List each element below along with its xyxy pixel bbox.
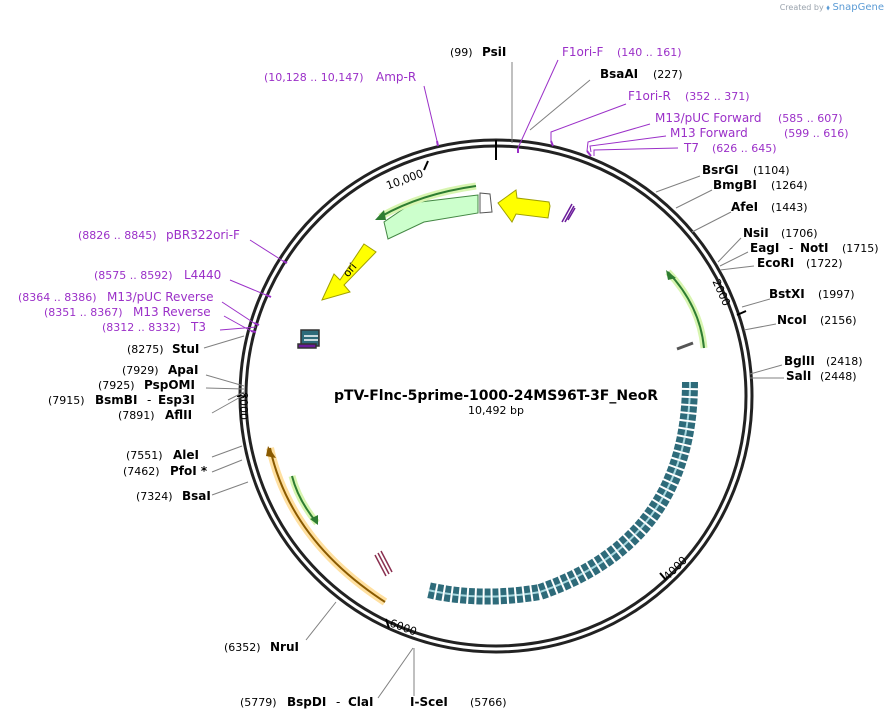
primer-name-f1orir: F1ori-R xyxy=(628,89,671,103)
enzyme-pos-sali: (2448) xyxy=(820,370,857,383)
enzyme-name-nsii: NsiI xyxy=(743,226,769,240)
primer-leader-lines xyxy=(219,59,679,332)
enzyme-name-bglii: BglII xyxy=(784,354,815,368)
enzyme-pos-bstxi: (1997) xyxy=(818,288,855,301)
primer-name-l4440: L4440 xyxy=(184,268,221,282)
enzyme-name-apai: ApaI xyxy=(168,363,198,377)
primer-labels: F1ori-F (140 .. 161) F1ori-R (352 .. 371… xyxy=(18,45,849,334)
plasmid-name: pTV-Flnc-5prime-1000-24MS96T-3F_NeoR xyxy=(334,388,658,404)
primer-name-t3: T3 xyxy=(190,320,206,334)
enzyme-pos-pfoi: (7462) xyxy=(123,465,160,478)
enzyme-sep-bspdi: - xyxy=(336,695,340,709)
primer-name-m13r: M13 Reverse xyxy=(133,305,211,319)
primer-range-t7: (626 .. 645) xyxy=(712,142,777,155)
enzyme-pos-bsmbi: (7915) xyxy=(48,394,85,407)
primer-name-m13pucr: M13/pUC Reverse xyxy=(107,290,214,304)
enzyme-name-aflii: AflII xyxy=(165,408,192,422)
polya-marker xyxy=(374,550,393,577)
primer-cluster-marker xyxy=(561,203,576,223)
primer-name-pbr322: pBR322ori-F xyxy=(166,228,240,242)
enzyme-name-bsaai: BsaAI xyxy=(600,67,638,81)
created-by-text: Created by xyxy=(779,3,824,12)
primer-name-f1orif: F1ori-F xyxy=(562,45,603,59)
tick-label-2000: 2000 xyxy=(710,277,733,308)
enzyme-name-bmgbi: BmgBI xyxy=(713,178,757,192)
leader-lines xyxy=(203,62,784,699)
enzyme-labels: (99) PsiI BsaAI (227) BsrGI (1104) BmgBI… xyxy=(48,45,879,709)
primer-range-m13r: (8351 .. 8367) xyxy=(44,306,123,319)
enzyme-name-esp3i: Esp3I xyxy=(158,393,195,407)
enzyme-pos-aflii: (7891) xyxy=(118,409,155,422)
enzyme-name-stui: StuI xyxy=(172,342,199,356)
enzyme-pos-apai: (7929) xyxy=(122,364,159,377)
features: ori xyxy=(266,182,708,606)
enzyme-pos-eagi: (1715) xyxy=(842,242,879,255)
primer-range-f1orif: (140 .. 161) xyxy=(617,46,682,59)
enzyme-pos-ecori: (1722) xyxy=(806,257,843,270)
primer-name-t7: T7 xyxy=(683,141,699,155)
enzyme-name-nrui: NruI xyxy=(270,640,299,654)
enzyme-name-bsrgi: BsrGI xyxy=(702,163,739,177)
primer-range-ampr: (10,128 .. 10,147) xyxy=(264,71,364,84)
enzyme-pos-nrui: (6352) xyxy=(224,641,261,654)
enzyme-name-noti: NotI xyxy=(800,241,829,255)
enzyme-name-alei: AleI xyxy=(173,448,199,462)
enzyme-name-iscei: I-SceI xyxy=(410,695,448,709)
enzyme-pos-bsai: (7324) xyxy=(136,490,173,503)
enzyme-name-bsai: BsaI xyxy=(182,489,211,503)
snapgene-brand-text: SnapGene xyxy=(832,2,884,13)
snapgene-credit: Created by ⬧ SnapGene xyxy=(780,2,884,13)
primer-range-m13pucr: (8364 .. 8386) xyxy=(18,291,97,304)
enzyme-pos-ncoi: (2156) xyxy=(820,314,857,327)
enzyme-pos-bsaai: (227) xyxy=(653,68,683,81)
enzyme-pos-bmgbi: (1264) xyxy=(771,179,808,192)
enzyme-name-bstxi: BstXI xyxy=(769,287,805,301)
enzyme-name-ecori: EcoRI xyxy=(757,256,794,270)
neo-signal-feature xyxy=(665,269,708,349)
enzyme-name-pfoi: PfoI * xyxy=(170,464,208,478)
enzyme-pos-iscei: (5766) xyxy=(470,696,507,709)
enzyme-pos-psii: (99) xyxy=(450,46,473,59)
primer-range-pbr322: (8826 .. 8845) xyxy=(78,229,157,242)
enzyme-name-psii: PsiI xyxy=(482,45,506,59)
enzyme-name-bspdi: BspDI xyxy=(287,695,326,709)
ampr-promoter-feature xyxy=(479,192,493,214)
enzyme-name-afei: AfeI xyxy=(731,200,758,214)
ampr-feature xyxy=(383,194,479,240)
promoter-feature xyxy=(497,189,551,223)
enzyme-name-clai: ClaI xyxy=(348,695,373,709)
enzyme-pos-bsrgi: (1104) xyxy=(753,164,790,177)
enzyme-name-pspomi: PspOMI xyxy=(144,378,195,392)
enzyme-pos-bspdi: (5779) xyxy=(240,696,277,709)
lacz-marker xyxy=(297,329,320,349)
enzyme-sep-eagi: - xyxy=(789,241,793,255)
enzyme-pos-nsii: (1706) xyxy=(781,227,818,240)
plasmid-size: 10,492 bp xyxy=(468,404,524,417)
enzyme-pos-pspomi: (7925) xyxy=(98,379,135,392)
enzyme-pos-afei: (1443) xyxy=(771,201,808,214)
enzyme-name-sali: SalI xyxy=(786,369,811,383)
enzyme-pos-alei: (7551) xyxy=(126,449,163,462)
enzyme-name-bsmbi: BsmBI xyxy=(95,393,137,407)
enzyme-sep-bsmbi: - xyxy=(147,393,151,407)
primer-range-m13pucf: (585 .. 607) xyxy=(778,112,843,125)
tick-marks xyxy=(237,140,747,629)
enzyme-pos-bglii: (2418) xyxy=(826,355,863,368)
ori-feature xyxy=(321,243,377,301)
enzyme-pos-stui: (8275) xyxy=(127,343,164,356)
primer-range-t3: (8312 .. 8332) xyxy=(102,321,181,334)
primer-name-ampr: Amp-R xyxy=(376,70,416,84)
tick-label-8000: 8000 xyxy=(237,392,250,420)
primer-range-m13f: (599 .. 616) xyxy=(784,127,849,140)
primer-ticks xyxy=(250,140,592,333)
primer-name-m13f: M13 Forward xyxy=(670,126,748,140)
primer-range-f1orir: (352 .. 371) xyxy=(685,90,750,103)
primer-range-l4440: (8575 .. 8592) xyxy=(94,269,173,282)
enzyme-name-eagi: EagI xyxy=(750,241,779,255)
enzyme-name-ncoi: NcoI xyxy=(777,313,807,327)
snapgene-logo-icon: ⬧ xyxy=(826,3,830,12)
primer-name-m13pucf: M13/pUC Forward xyxy=(655,111,762,125)
